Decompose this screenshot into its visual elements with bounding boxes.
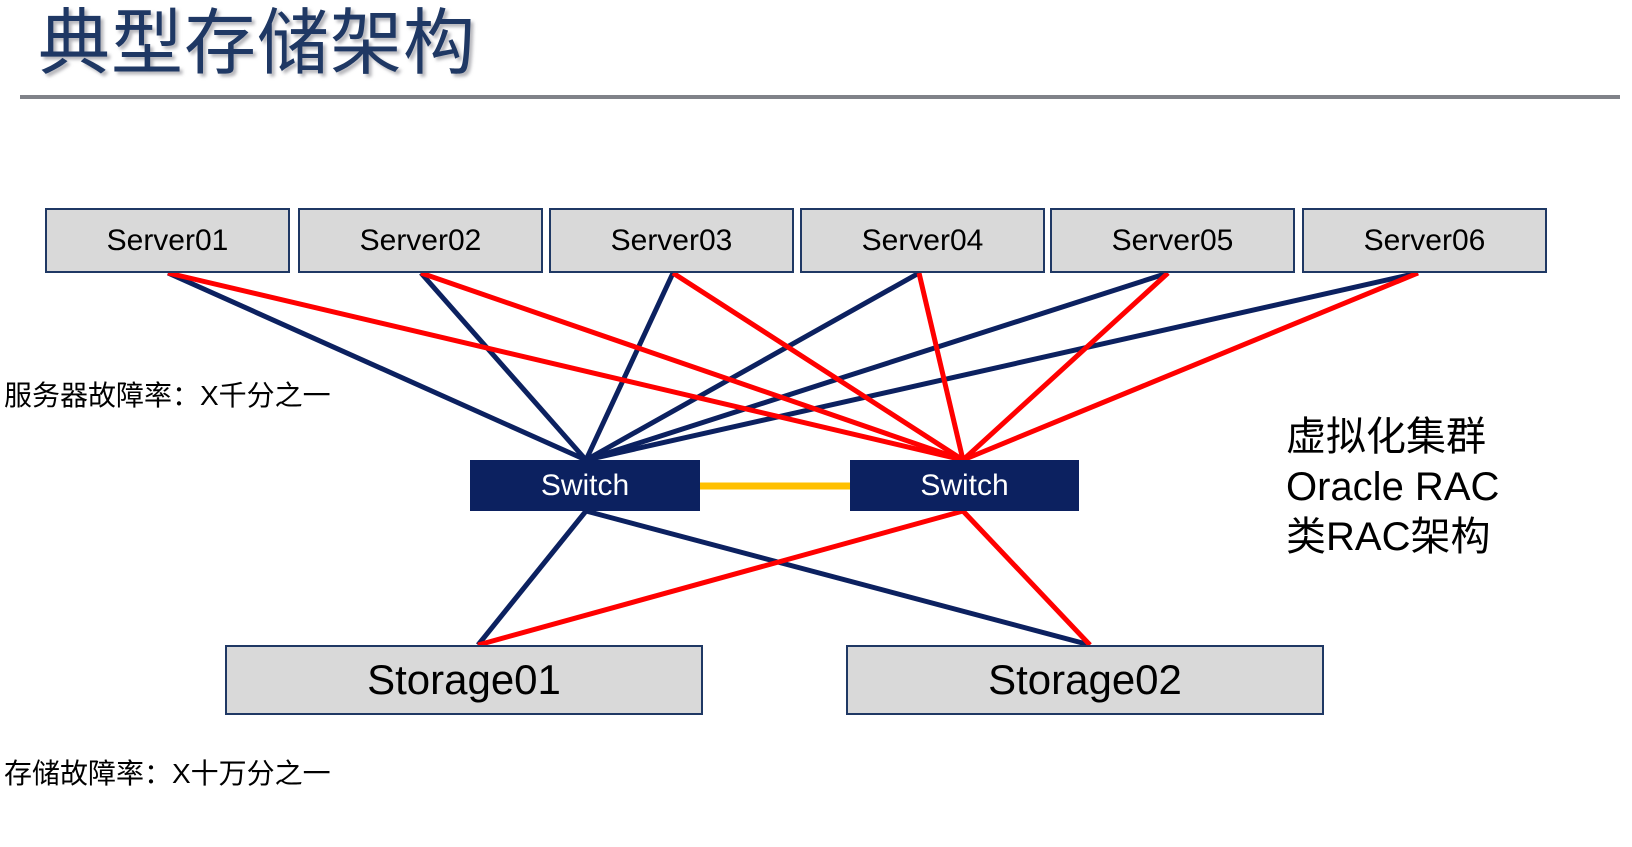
link-server-2-to-switch-b — [420, 270, 964, 463]
links-servers-to-switch-b — [167, 270, 1419, 463]
node-switch-b[interactable]: Switch — [850, 460, 1079, 511]
links-switch-a-to-storage — [476, 508, 1091, 648]
link-server-1-to-switch-b — [167, 270, 964, 463]
node-label: Server06 — [1363, 223, 1486, 257]
link-server-5-to-switch-a — [585, 270, 1169, 463]
links-servers-to-switch-a — [166, 270, 1419, 463]
title-divider — [20, 95, 1620, 99]
cluster-note-line-2: Oracle RAC — [1286, 465, 1500, 509]
links-switch-b-to-storage — [477, 508, 1092, 648]
link-switch-a-to-storage-01 — [476, 509, 588, 647]
node-label: Switch — [920, 468, 1009, 502]
node-label: Server01 — [106, 223, 229, 257]
node-label: Server03 — [610, 223, 733, 257]
link-switch-a-to-storage-02 — [585, 508, 1091, 648]
node-server-06[interactable]: Server06 — [1302, 208, 1547, 273]
node-label: Server05 — [1111, 223, 1234, 257]
annotation-server-failure-rate: 服务器故障率：X千分之一 — [4, 380, 331, 411]
annotation-cluster-notes: 虚拟化集群 Oracle RAC 类RAC架构 — [1286, 412, 1499, 562]
node-label: Storage02 — [988, 656, 1182, 703]
node-server-02[interactable]: Server02 — [298, 208, 543, 273]
node-storage-01[interactable]: Storage01 — [225, 645, 703, 715]
link-server-2-to-switch-a — [419, 271, 588, 462]
link-server-3-to-switch-a — [583, 271, 676, 462]
node-server-04[interactable]: Server04 — [800, 208, 1045, 273]
page-title: 典型存储架构 — [38, 4, 477, 84]
node-label: Storage01 — [367, 656, 561, 703]
link-switch-b-to-storage-01 — [477, 508, 964, 648]
node-server-01[interactable]: Server01 — [45, 208, 290, 273]
link-server-3-to-switch-b — [671, 270, 965, 463]
node-label: Switch — [540, 468, 630, 502]
cluster-note-line-1: 虚拟化集群 — [1286, 415, 1486, 459]
link-server-5-to-switch-b — [961, 271, 1170, 462]
node-label: Server02 — [359, 223, 482, 257]
link-server-4-to-switch-b — [916, 272, 966, 461]
link-server-4-to-switch-a — [584, 270, 921, 463]
node-label: Server04 — [861, 223, 984, 257]
node-server-03[interactable]: Server03 — [549, 208, 794, 273]
node-server-05[interactable]: Server05 — [1050, 208, 1295, 273]
node-switch-a[interactable]: Switch — [470, 460, 700, 511]
cluster-note-line-3: 类RAC架构 — [1286, 515, 1491, 559]
annotation-storage-failure-rate: 存储故障率：X十万分之一 — [4, 758, 331, 789]
node-storage-02[interactable]: Storage02 — [846, 645, 1324, 715]
link-server-1-to-switch-a — [166, 270, 588, 463]
link-switch-b-to-storage-02 — [961, 509, 1092, 647]
